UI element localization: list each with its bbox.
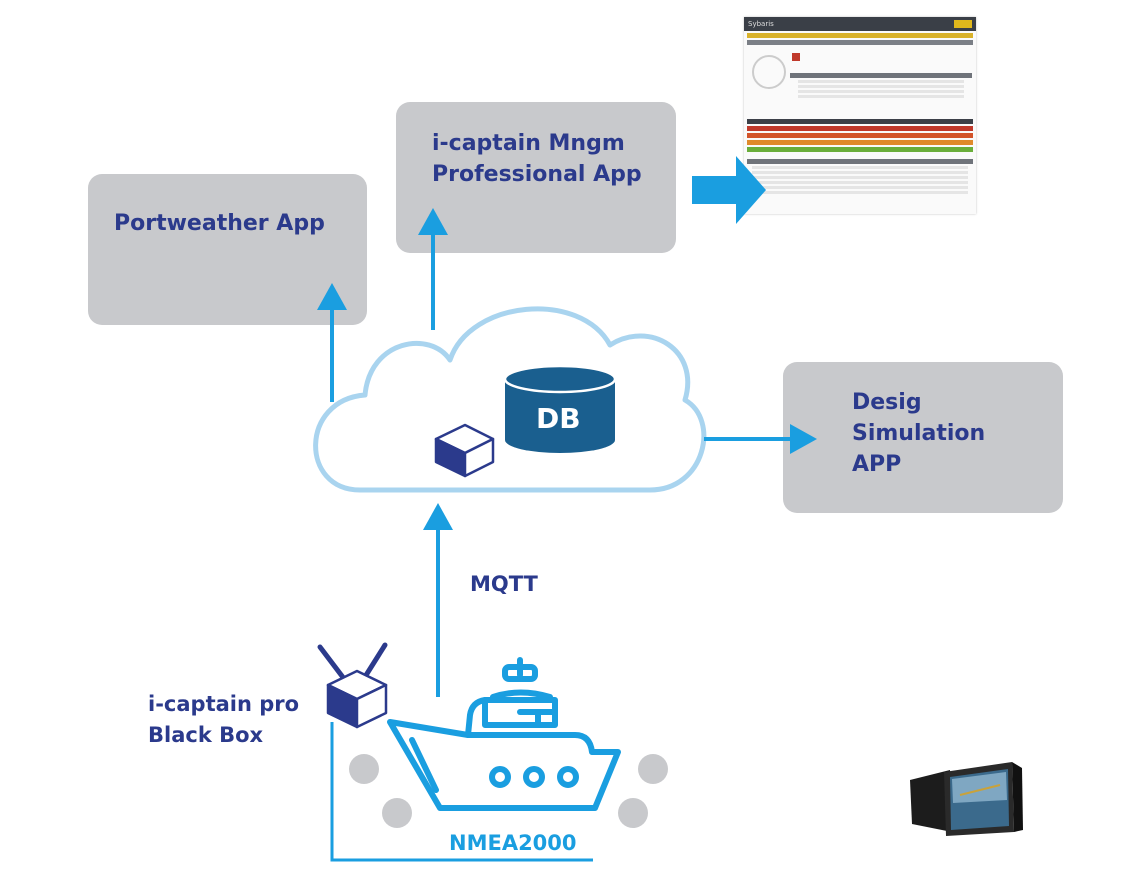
chartplotter-icon	[910, 762, 1023, 836]
database-icon	[503, 364, 617, 453]
nmea-bus-line	[330, 722, 593, 862]
db-label: DB	[536, 402, 581, 435]
screenshot-placeholder-icon	[752, 55, 786, 89]
screenshot-yellow-bar	[747, 33, 973, 38]
screenshot-alert-icon	[792, 53, 800, 61]
screenshot-status-bars	[744, 117, 976, 154]
cube-icon	[434, 423, 495, 478]
mngm-label-line2: Professional App	[432, 162, 642, 187]
portweather-label-line1: Portweather App	[114, 211, 325, 236]
boat-icon	[387, 657, 621, 811]
bus-nodes	[349, 754, 668, 828]
black-box-label-line2: Black Box	[148, 723, 264, 747]
screenshot-header-button	[954, 20, 972, 28]
black-box-label-line1: i-captain pro	[148, 692, 300, 716]
screenshot-table-a	[790, 73, 972, 119]
dashboard-screenshot: Sybaris	[744, 17, 976, 214]
screenshot-brand: Sybaris	[748, 20, 774, 28]
simulation-app-label: Desig Simulation APP	[852, 387, 985, 480]
simulation-label-line1: Desig	[852, 390, 922, 415]
simulation-label-line2: Simulation	[852, 421, 986, 446]
simulation-app-box	[783, 362, 1063, 513]
nmea-label: NMEA2000	[449, 831, 577, 855]
mngm-label-line1: i-captain Mngm	[432, 131, 625, 156]
black-box-label: i-captain pro Black Box	[148, 689, 299, 751]
arrow-mngm-dashboard	[692, 156, 766, 224]
screenshot-gray-bar	[747, 40, 973, 45]
portweather-app-label: Portweather App	[114, 208, 325, 239]
screenshot-header: Sybaris	[744, 17, 976, 31]
black-box-icon	[317, 642, 388, 729]
screenshot-table-b	[744, 157, 976, 196]
mqtt-label: MQTT	[470, 572, 538, 596]
simulation-label-line3: APP	[852, 452, 902, 477]
mngm-app-label: i-captain Mngm Professional App	[432, 128, 642, 190]
portweather-app-box	[88, 174, 367, 325]
